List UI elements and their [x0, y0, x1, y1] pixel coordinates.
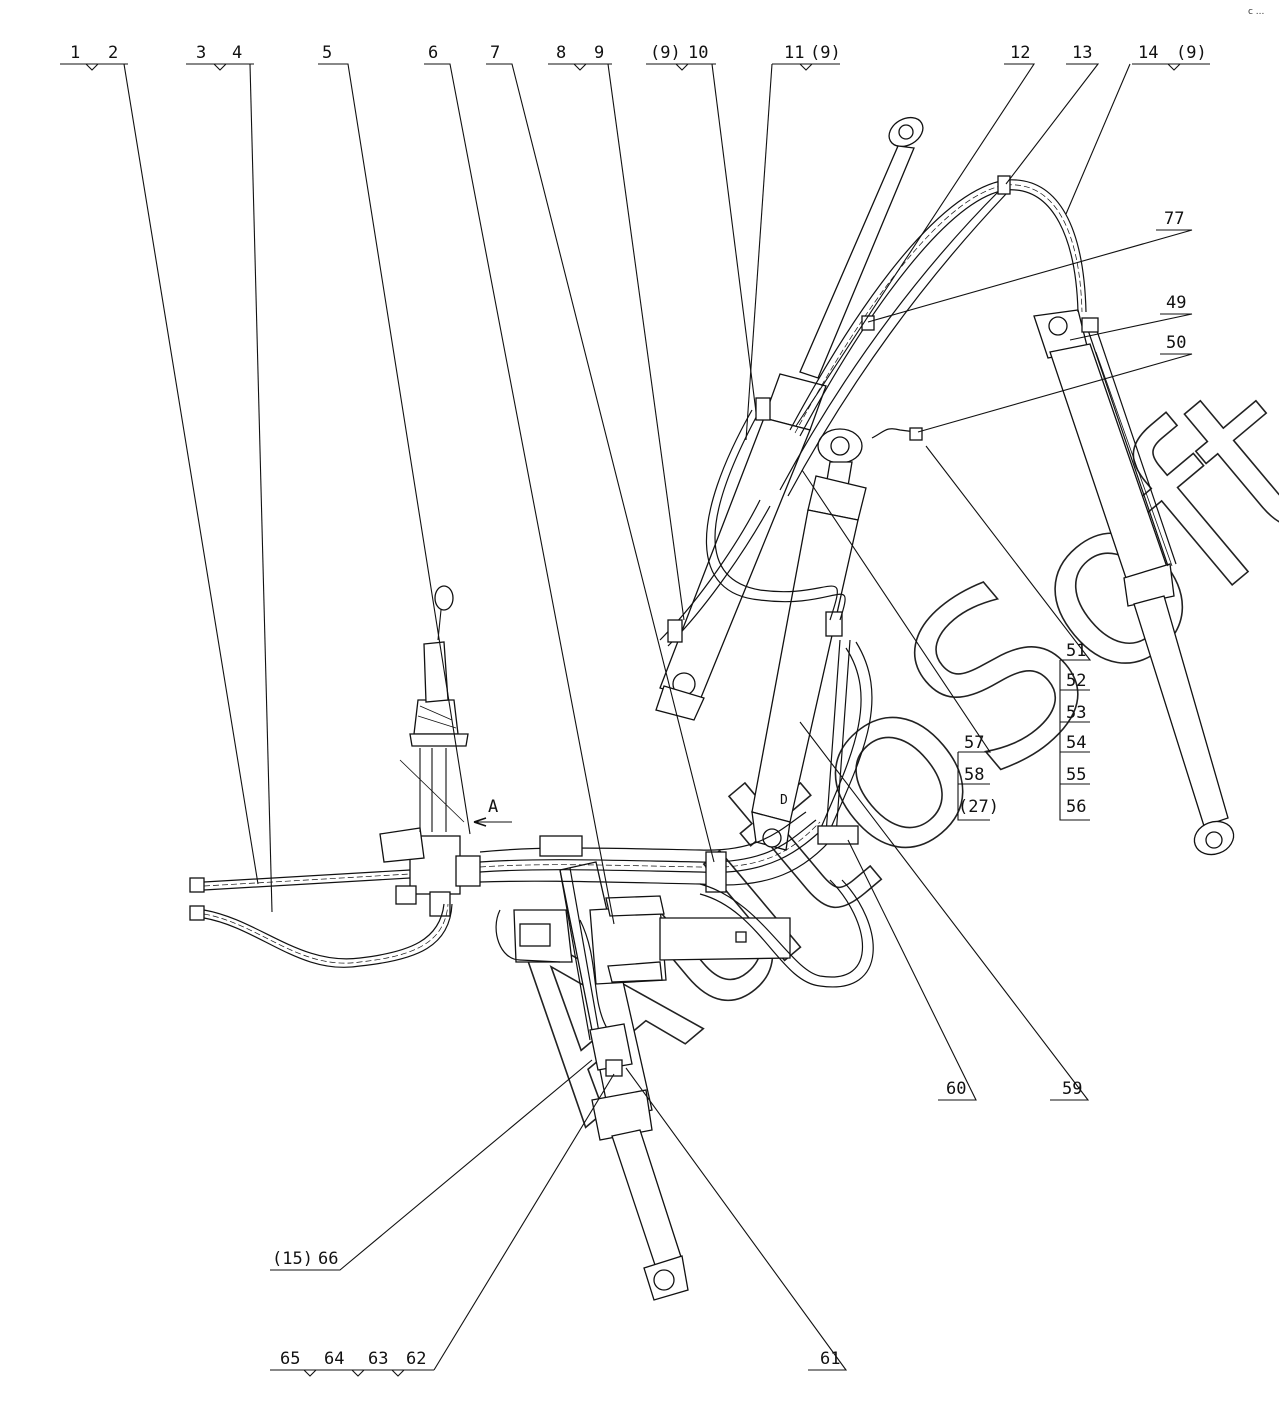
callout-4: 4	[232, 43, 242, 63]
watermark: AutoSoft	[448, 331, 1279, 1171]
callout-3: 3	[196, 43, 206, 63]
middle-cylinder	[751, 428, 867, 851]
center-pivot	[513, 895, 791, 985]
callout-15-ref: (15)	[272, 1249, 313, 1269]
callout-64: 64	[324, 1349, 344, 1369]
callout-9-ref-b: (9)	[810, 43, 841, 63]
callout-52: 52	[1066, 671, 1086, 691]
callout-5: 5	[322, 43, 332, 63]
callout-59: 59	[1062, 1079, 1082, 1099]
view-arrow-a: A	[473, 797, 512, 827]
callout-77: 77	[1164, 209, 1184, 229]
callout-27-ref: (27)	[958, 797, 999, 817]
upper-hoses	[659, 175, 1177, 647]
callout-53: 53	[1066, 703, 1086, 723]
leader-lines	[60, 63, 1210, 1377]
callout-11: 11	[784, 43, 804, 63]
callout-56: 56	[1066, 797, 1086, 817]
callout-10: 10	[688, 43, 708, 63]
callout-2: 2	[108, 43, 118, 63]
callout-63: 63	[368, 1349, 388, 1369]
callout-49: 49	[1166, 293, 1186, 313]
callout-66: 66	[318, 1249, 338, 1269]
view-marker: A	[488, 797, 498, 817]
callout-50: 50	[1166, 333, 1186, 353]
callout-61: 61	[820, 1349, 840, 1369]
callout-57: 57	[964, 733, 984, 753]
callouts-top: 1 2 3 4 5 6 7 8 9 (9) 10 11 (9) 12 13 14…	[70, 43, 1207, 63]
callout-6: 6	[428, 43, 438, 63]
callout-7: 7	[490, 43, 500, 63]
control-valve-block	[379, 585, 481, 917]
callout-9-ref-c: (9)	[1176, 43, 1207, 63]
callout-62: 62	[406, 1349, 426, 1369]
callout-51: 51	[1066, 641, 1086, 661]
detail-marker: D	[780, 793, 788, 808]
right-hydraulic-cylinder	[1033, 309, 1235, 856]
main-hose-bundle	[479, 611, 874, 988]
callout-65: 65	[280, 1349, 300, 1369]
callout-13: 13	[1072, 43, 1092, 63]
callout-58: 58	[964, 765, 984, 785]
lower-valve-hoses	[495, 867, 633, 1077]
corner-mark: c ...	[1248, 7, 1264, 17]
callout-1: 1	[70, 43, 80, 63]
callout-14: 14	[1138, 43, 1158, 63]
callout-12: 12	[1010, 43, 1030, 63]
callouts-right: 77 49 50 51 52 53 54 55 56 57 58 (27) 59…	[946, 209, 1186, 1099]
callout-9: 9	[594, 43, 604, 63]
callout-9-ref-a: (9)	[650, 43, 681, 63]
callout-60: 60	[946, 1079, 966, 1099]
callout-8: 8	[556, 43, 566, 63]
callouts-bottom: (15) 66 65 64 63 62 61	[272, 1249, 840, 1369]
callout-55: 55	[1066, 765, 1086, 785]
callout-54: 54	[1066, 733, 1086, 753]
inlet-hoses	[189, 869, 453, 968]
